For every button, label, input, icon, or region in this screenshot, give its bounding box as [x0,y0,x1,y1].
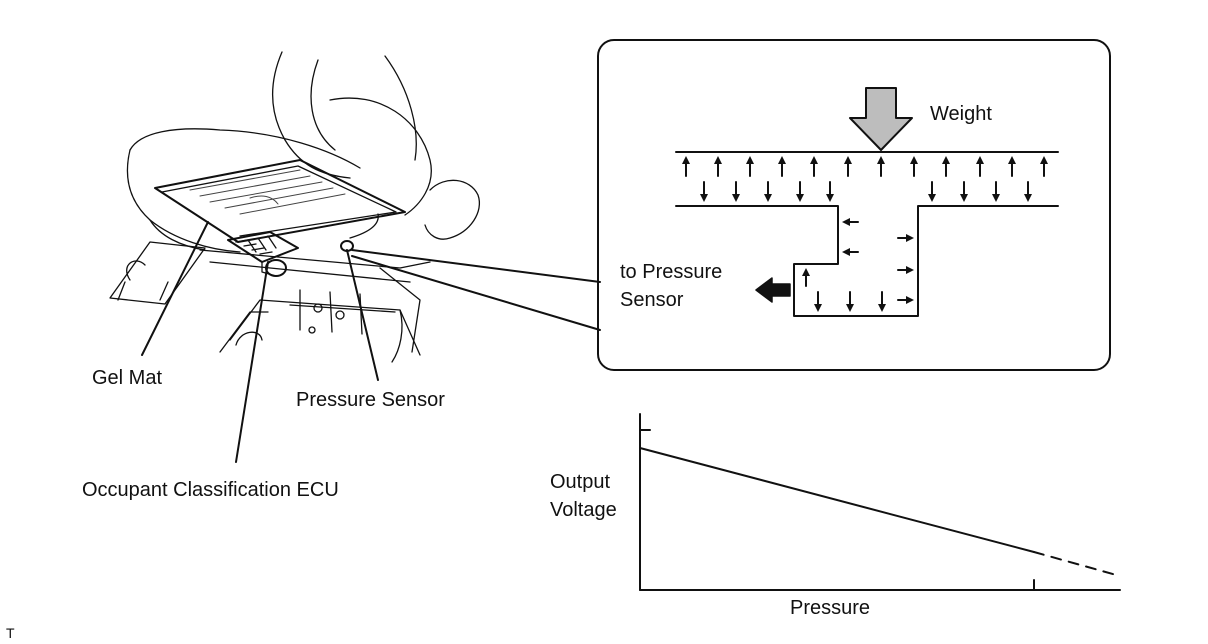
occupant-ecu-label: Occupant Classification ECU [82,479,339,501]
callout-line-upper [351,249,601,283]
graph-solid-line [639,447,1035,553]
detail-callout-box [597,39,1111,371]
pressure-axis-label: Pressure [790,597,870,619]
pressure-sensor-leader [346,249,379,381]
lateral-pressure-arrows [802,218,914,304]
graph-dashed-line [1033,551,1121,577]
pressure-sensor-label: Pressure Sensor [296,389,445,411]
gel-mat-label: Gel Mat [92,367,162,389]
downward-pressure-arrows [700,181,1032,312]
output-voltage-label-line1: Output [550,471,610,493]
callout-line-lower [351,255,601,331]
weight-label: Weight [930,103,992,125]
gel-mat-leader [141,221,209,356]
voltage-pressure-graph [639,413,1121,591]
to-pressure-label-line1: to Pressure [620,261,722,283]
output-voltage-label-line2: Voltage [550,499,617,521]
weight-arrow-icon [849,87,913,151]
gel-chamber [675,151,1059,317]
seat-illustration [109,51,480,363]
ecu-leader [235,261,269,463]
to-pressure-label-line2: Sensor [620,289,684,311]
upward-pressure-arrows [682,156,1048,177]
outflow-arrow-icon [755,277,791,303]
corner-mark: T [6,625,15,641]
